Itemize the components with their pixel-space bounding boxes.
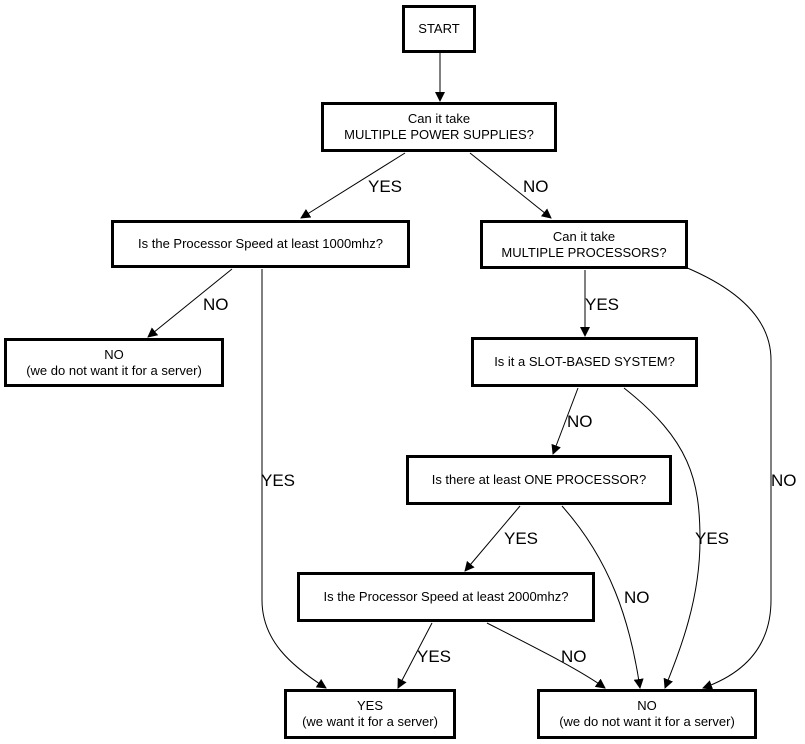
node-text-line: MULTIPLE PROCESSORS?: [501, 244, 667, 260]
edge-label-speed2000-no: NO: [561, 647, 587, 666]
edge-arrow-speed1000-yes_server: [261, 269, 327, 689]
edge-label-multiproc-yes: YES: [585, 295, 620, 314]
start-node: START: [402, 5, 476, 53]
no-server-left-outcome: NO(we do not want it for a server): [4, 338, 224, 387]
edge-label-power-yes: YES: [368, 177, 403, 196]
node-text-line: Is it a SLOT-BASED SYSTEM?: [494, 354, 675, 369]
node-text-line: YES: [356, 698, 383, 713]
edge-arrow-slot-oneproc: [551, 387, 579, 455]
edge-label-speed1000-no: NO: [203, 295, 229, 314]
node-text-line: (we do not want it for a server): [26, 362, 202, 378]
no-server-outcome: NO(we do not want it for a server): [537, 689, 757, 739]
edge-label-oneproc-yes: YES: [504, 529, 539, 548]
node-text-line: NO: [637, 698, 657, 713]
one-processor-question: Is there at least ONE PROCESSOR?: [406, 455, 672, 505]
edge-label-speed1000-yes: YES: [261, 471, 296, 490]
edge-arrow-power-speed1000: [300, 152, 406, 219]
edge-arrow-slot-no_server: [623, 387, 701, 689]
node-text-line: NO: [104, 346, 124, 362]
edge-arrow-speed1000-no_left: [147, 268, 233, 338]
node-text-line: START: [418, 21, 460, 36]
node-text-line: MULTIPLE POWER SUPPLIES?: [344, 127, 534, 142]
node-text-line: Is there at least ONE PROCESSOR?: [431, 472, 647, 487]
edge-label-slot-yes: YES: [695, 529, 730, 548]
edge-arrow-multiproc-no_server: [684, 266, 772, 690]
edge-arrow-oneproc-no_server: [561, 505, 644, 689]
node-text-line: Can it take: [407, 111, 471, 126]
edge-label-multiproc-no: NO: [771, 471, 797, 490]
edge-label-slot-no: NO: [567, 412, 593, 431]
node-text-line: Is the Processor Speed at least 1000mhz?: [138, 236, 383, 251]
edge-label-power-no: NO: [523, 177, 549, 196]
slot-based-question: Is it a SLOT-BASED SYSTEM?: [471, 337, 698, 387]
node-text-line: Is the Processor Speed at least 2000mhz?: [323, 589, 569, 604]
node-text-line: Can it take: [552, 228, 616, 244]
edge-label-speed2000-yes: YES: [417, 647, 452, 666]
edge-arrow-oneproc-speed2000: [464, 505, 521, 572]
node-text-line: (we want it for a server): [302, 714, 438, 729]
yes-server-outcome: YES(we want it for a server): [284, 689, 456, 739]
edge-label-oneproc-no: NO: [624, 588, 650, 607]
speed-2000-question: Is the Processor Speed at least 2000mhz?: [297, 572, 595, 622]
edge-arrow-power-multiproc: [469, 152, 552, 219]
speed-1000-question: Is the Processor Speed at least 1000mhz?: [111, 220, 410, 268]
edge-arrow-speed2000-no_server: [486, 622, 606, 689]
node-text-line: (we do not want it for a server): [559, 714, 735, 729]
edge-arrow-speed2000-yes_server: [397, 622, 433, 689]
